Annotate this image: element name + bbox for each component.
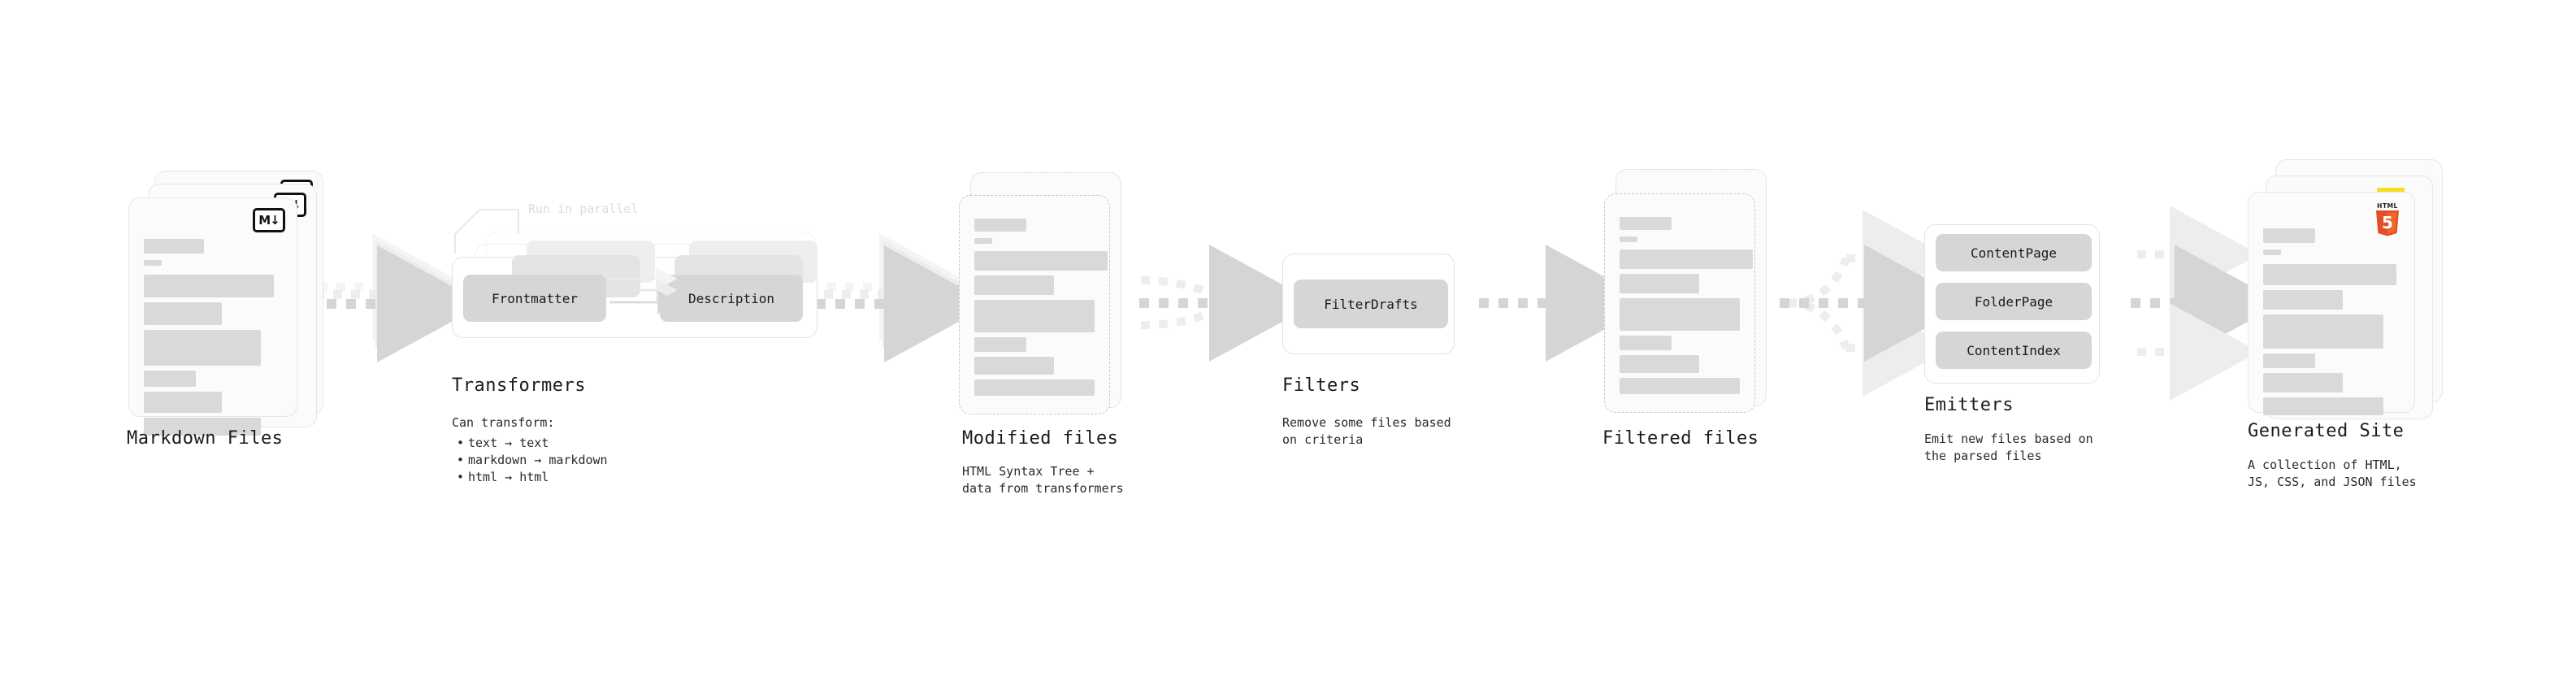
run-in-parallel-label: Run in parallel <box>528 202 639 216</box>
html5-badge: HTML 5 <box>2372 201 2403 238</box>
doc-bar <box>1620 274 1699 293</box>
html5-badge-digit: 5 <box>2382 213 2393 232</box>
contentpage-chip[interactable]: ContentPage <box>1936 234 2092 271</box>
doc-bar <box>974 300 1095 332</box>
doc-bar <box>974 380 1095 396</box>
doc-bar <box>144 275 274 297</box>
html5-badge-wordmark: HTML <box>2377 202 2398 210</box>
doc-bar <box>974 275 1054 295</box>
doc-bar <box>1620 217 1672 230</box>
list-item: •markdown → markdown <box>457 453 608 467</box>
filtered-doc-front <box>1604 193 1755 413</box>
doc-bar <box>2263 249 2281 255</box>
html5-badge-glyph: HTML 5 <box>2376 202 2399 236</box>
filters-subtitle: Remove some files based on criteria <box>1282 415 1451 447</box>
doc-bar <box>2263 264 2396 285</box>
arrow-modified-to-filters <box>1139 245 1316 362</box>
list-item: •html → html <box>457 470 549 484</box>
arrow-transformers-to-modified <box>816 233 991 362</box>
doc-bar <box>144 418 261 436</box>
markdown-badge: M↓ <box>253 208 285 232</box>
doc-bar <box>144 302 222 325</box>
emitters-title: Emitters <box>1924 395 2014 415</box>
transformers-subtitle: Can transform: <box>452 415 555 430</box>
generated-site-title: Generated Site <box>2248 421 2405 441</box>
doc-bar <box>2263 290 2343 310</box>
doc-bar <box>974 251 1108 271</box>
doc-bar <box>974 337 1026 352</box>
doc-bar <box>144 392 222 413</box>
filtered-files-title: Filtered files <box>1602 428 1759 449</box>
modified-files-subtitle: HTML Syntax Tree + data from transformer… <box>962 464 1124 496</box>
markdown-doc-front: M↓ <box>128 197 297 436</box>
doc-bar <box>144 260 162 266</box>
site-doc-html: HTML 5 <box>2248 192 2415 415</box>
emitters-subtitle: Emit new files based on the parsed files <box>1924 432 2093 463</box>
folderpage-chip[interactable]: FolderPage <box>1936 283 2092 320</box>
doc-bar <box>1620 236 1637 242</box>
markdown-files-title: Markdown Files <box>127 428 284 449</box>
doc-bar <box>1620 298 1740 331</box>
list-item-label: text → text <box>468 436 549 450</box>
doc-bar <box>974 357 1054 375</box>
doc-bar <box>1620 336 1672 350</box>
list-item-label: html → html <box>468 470 549 484</box>
doc-bar <box>2263 373 2343 393</box>
doc-bar <box>2263 314 2383 349</box>
doc-bar <box>144 330 261 366</box>
doc-bar <box>144 239 204 254</box>
doc-bar <box>2263 354 2315 368</box>
doc-bar <box>1620 249 1753 269</box>
modified-files-title: Modified files <box>962 428 1119 449</box>
list-item-label: markdown → markdown <box>468 453 608 467</box>
transformers-title: Transformers <box>452 375 586 396</box>
doc-bar <box>144 371 196 387</box>
generated-site-subtitle: A collection of HTML, JS, CSS, and JSON … <box>2248 458 2417 489</box>
transformers-capability-list: •text → text •markdown → markdown •html … <box>457 435 608 486</box>
doc-bar <box>2263 397 2383 415</box>
doc-bar <box>2263 228 2315 243</box>
modified-doc-front <box>959 195 1110 414</box>
frontmatter-chip[interactable]: Frontmatter <box>463 275 606 322</box>
arrow-filtered-to-emitters <box>1780 210 1971 397</box>
doc-bar <box>1620 378 1740 394</box>
arrow-emitters-to-site <box>2131 206 2282 401</box>
doc-bar <box>974 238 992 244</box>
filterdrafts-chip[interactable]: FilterDrafts <box>1294 280 1448 328</box>
doc-bar <box>974 219 1026 232</box>
doc-bar <box>1620 355 1699 373</box>
list-item: •text → text <box>457 436 549 450</box>
filters-title: Filters <box>1282 375 1361 396</box>
description-chip[interactable]: Description <box>660 275 803 322</box>
contentindex-chip[interactable]: ContentIndex <box>1936 332 2092 369</box>
